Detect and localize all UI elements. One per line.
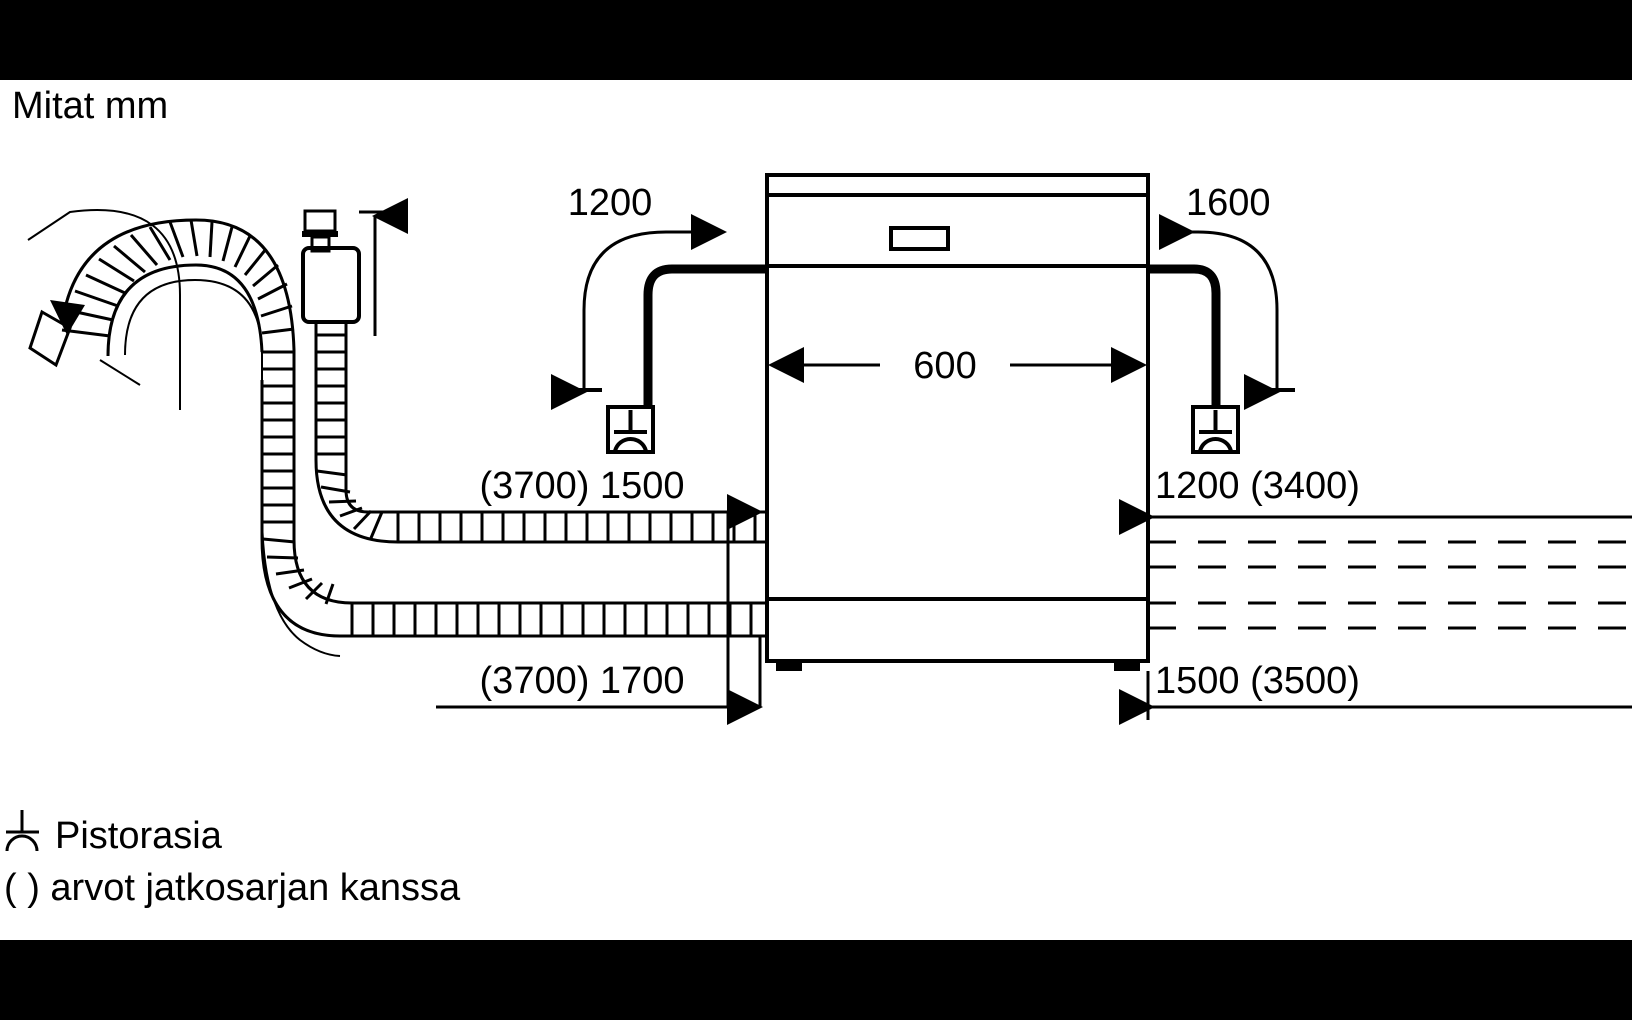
dimension-hose-left-lower: (3700) 1700 <box>436 636 763 725</box>
dimension-label-hose-left-lower: (3700) 1700 <box>480 660 685 702</box>
power-cord-right <box>1148 264 1221 407</box>
dimension-label-hose-left-upper: (3700) 1500 <box>480 465 685 507</box>
power-cord-left <box>643 264 767 407</box>
dimension-hose-left-upper: (3700) 1500 <box>436 465 763 530</box>
dimension-hose-right-lower: 1500 (3500) <box>1119 660 1632 725</box>
dimension-label-appliance-width: 600 <box>913 345 976 387</box>
appliance-foot-left <box>776 661 802 671</box>
socket-box-right <box>1191 405 1240 454</box>
letterbox-bottom <box>0 940 1632 1020</box>
dimension-label-hose-right-lower: 1500 (3500) <box>1155 660 1360 702</box>
inlet-hose <box>314 322 767 544</box>
dimension-appliance-width: 600 <box>768 345 1147 387</box>
diagram-canvas: Mitat mm 600 <box>0 80 1632 940</box>
page-title: Mitat mm <box>12 85 168 127</box>
legend-label-socket: Pistorasia <box>55 815 223 857</box>
dimension-label-cord-left-top: 1200 <box>568 182 653 224</box>
legend-label-parenthesis: ( ) arvot jatkosarjan kanssa <box>4 867 461 909</box>
aquastop-valve <box>301 209 361 324</box>
appliance-foot-right <box>1114 661 1140 671</box>
dimension-cord-right-top: 1600 <box>1159 182 1295 410</box>
legend: Pistorasia ( ) arvot jatkosarjan kanssa <box>4 810 461 909</box>
control-display-icon <box>889 226 950 251</box>
hose-dashed-right <box>1148 540 1632 630</box>
drain-hose <box>28 218 767 657</box>
dimension-cord-left-top: 1200 <box>551 182 727 410</box>
socket-icon <box>5 810 39 852</box>
dishwasher-appliance <box>765 173 1150 671</box>
valve-height-arrow <box>359 198 408 336</box>
dimension-label-hose-right-upper: 1200 (3400) <box>1155 465 1360 507</box>
socket-box-left <box>606 405 655 454</box>
letterbox-top <box>0 0 1632 80</box>
dimension-label-cord-right-top: 1600 <box>1186 182 1271 224</box>
hose-direction-arrow <box>27 209 181 410</box>
dimension-hose-right-upper: 1200 (3400) <box>1119 465 1632 535</box>
